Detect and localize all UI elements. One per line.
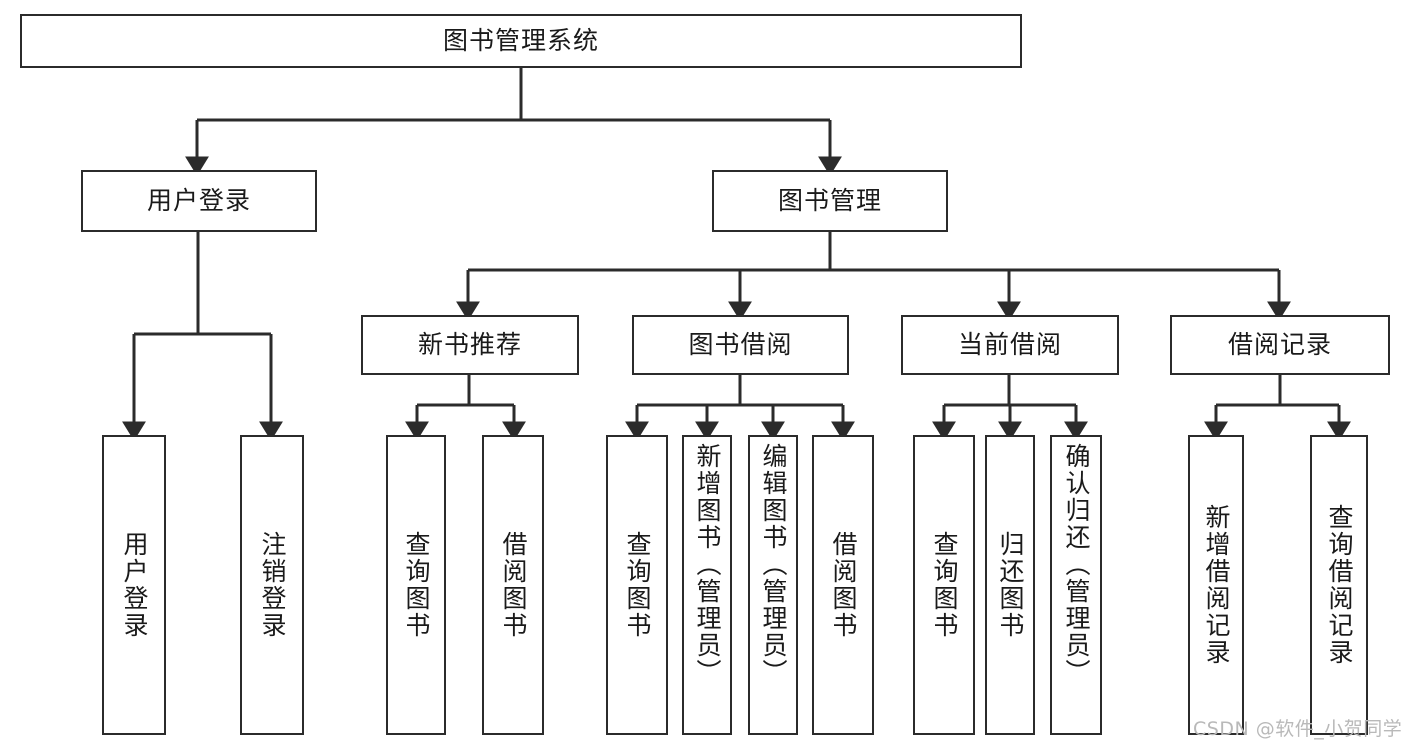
leaf-label: 查询图书 xyxy=(623,531,652,639)
leaf-label: 确认归还（管理员） xyxy=(1062,443,1091,686)
leaf-confirm-return-admin[interactable]: 确认归还（管理员） xyxy=(1050,435,1102,735)
leaf-borrow-books[interactable]: 借阅图书 xyxy=(812,435,874,735)
leaf-label: 查询图书 xyxy=(402,531,431,639)
leaf-query-borrow-record[interactable]: 查询借阅记录 xyxy=(1310,435,1368,735)
leaf-label: 用户登录 xyxy=(120,531,149,639)
watermark: CSDN @软件_小贺同学 xyxy=(1193,718,1403,740)
node-root-label: 图书管理系统 xyxy=(442,26,599,56)
leaf-query-books-borrow[interactable]: 查询图书 xyxy=(606,435,668,735)
leaf-query-books-current[interactable]: 查询图书 xyxy=(913,435,975,735)
leaf-label: 编辑图书（管理员） xyxy=(759,443,788,686)
node-new-book-recommend[interactable]: 新书推荐 xyxy=(361,315,579,375)
node-book-borrow[interactable]: 图书借阅 xyxy=(632,315,849,375)
leaf-label: 注销登录 xyxy=(258,531,287,639)
leaf-label: 借阅图书 xyxy=(829,531,858,639)
leaf-edit-book-admin[interactable]: 编辑图书（管理员） xyxy=(748,435,798,735)
node-book-management[interactable]: 图书管理 xyxy=(712,170,948,232)
node-new-book-recommend-label: 新书推荐 xyxy=(417,330,522,360)
leaf-query-books-newbook[interactable]: 查询图书 xyxy=(386,435,446,735)
leaf-add-borrow-record[interactable]: 新增借阅记录 xyxy=(1188,435,1244,735)
node-user-login[interactable]: 用户登录 xyxy=(81,170,317,232)
node-book-borrow-label: 图书借阅 xyxy=(688,330,793,360)
node-current-borrow[interactable]: 当前借阅 xyxy=(901,315,1119,375)
leaf-label: 新增借阅记录 xyxy=(1202,504,1231,666)
leaf-logout[interactable]: 注销登录 xyxy=(240,435,304,735)
leaf-label: 查询图书 xyxy=(930,531,959,639)
leaf-label: 查询借阅记录 xyxy=(1325,504,1354,666)
leaf-borrow-books-newbook[interactable]: 借阅图书 xyxy=(482,435,544,735)
node-user-login-label: 用户登录 xyxy=(146,186,251,216)
node-root[interactable]: 图书管理系统 xyxy=(20,14,1022,68)
leaf-label: 借阅图书 xyxy=(499,531,528,639)
node-book-management-label: 图书管理 xyxy=(777,186,882,216)
leaf-return-books[interactable]: 归还图书 xyxy=(985,435,1035,735)
leaf-user-login[interactable]: 用户登录 xyxy=(102,435,166,735)
node-current-borrow-label: 当前借阅 xyxy=(957,330,1062,360)
leaf-add-book-admin[interactable]: 新增图书（管理员） xyxy=(682,435,732,735)
node-borrow-record-label: 借阅记录 xyxy=(1227,330,1332,360)
leaf-label: 新增图书（管理员） xyxy=(693,443,722,686)
node-borrow-record[interactable]: 借阅记录 xyxy=(1170,315,1390,375)
leaf-label: 归还图书 xyxy=(996,531,1025,639)
